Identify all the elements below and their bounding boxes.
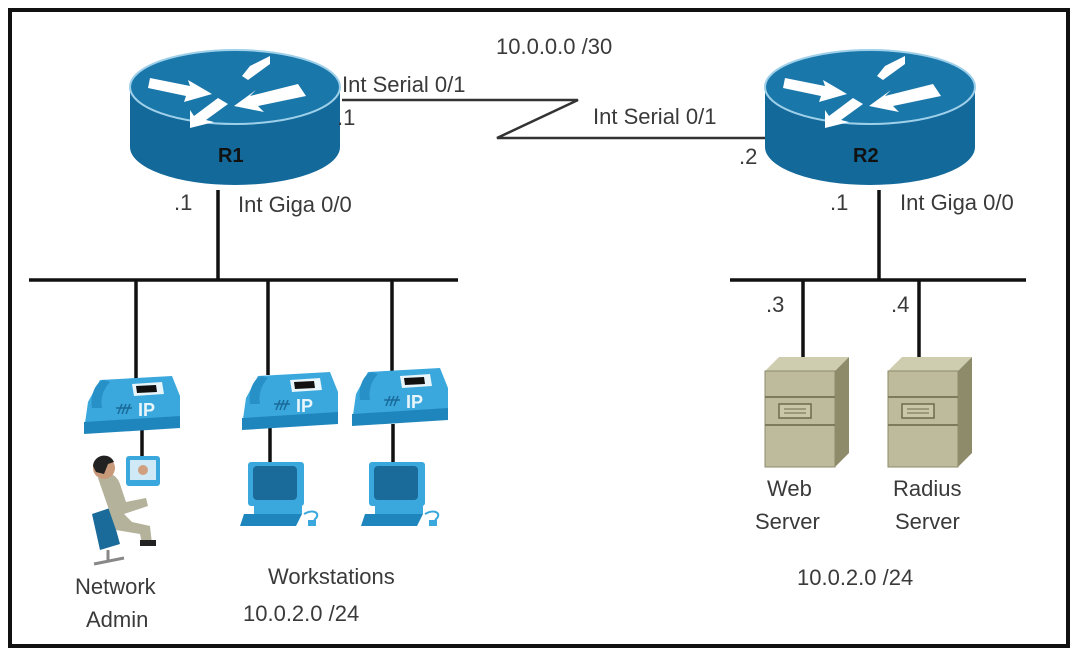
- ip-phone-workstation-2[interactable]: IP: [351, 367, 449, 427]
- workstations-label: Workstations: [268, 564, 395, 589]
- server-icon: [764, 356, 850, 468]
- r1-lan-host-label: .1: [174, 190, 192, 215]
- ip-badge: IP: [296, 396, 313, 416]
- r1-serial-host-label: .1: [337, 105, 355, 130]
- web-server-label-line1: Web: [767, 476, 812, 501]
- radius-server-host-label: .4: [891, 292, 909, 317]
- r2-lan-host-label: .1: [830, 190, 848, 215]
- r2-lan-interface-label: Int Giga 0/0: [900, 190, 1014, 215]
- right-lan-subnet-label: 10.0.2.0 /24: [797, 565, 913, 590]
- web-server-label-line2: Server: [755, 509, 820, 534]
- workstation-pc-2[interactable]: [360, 461, 440, 527]
- radius-server[interactable]: [887, 356, 973, 468]
- router-r2-label: R2: [853, 145, 879, 167]
- ip-badge: IP: [406, 392, 423, 412]
- desktop-pc-icon: [360, 461, 440, 527]
- r1-lan-interface-label: Int Giga 0/0: [238, 192, 352, 217]
- ip-phone-admin[interactable]: IP: [83, 375, 181, 435]
- web-server[interactable]: [764, 356, 850, 468]
- radius-server-label-line2: Server: [895, 509, 960, 534]
- network-admin-label-line2: Admin: [86, 607, 148, 632]
- network-admin-label-line1: Network: [75, 574, 157, 599]
- r2-serial-interface-label: Int Serial 0/1: [593, 104, 717, 129]
- server-icon: [887, 356, 973, 468]
- workstation-pc-1[interactable]: [239, 461, 319, 527]
- router-r1-label: R1: [218, 145, 244, 167]
- r1-serial-interface-label: Int Serial 0/1: [342, 72, 466, 97]
- network-admin[interactable]: [92, 455, 160, 566]
- router-r2[interactable]: R2: [764, 49, 976, 186]
- router-r1[interactable]: R1: [129, 49, 341, 186]
- r2-serial-host-label: .2: [739, 144, 757, 169]
- ip-phone-icon: [241, 371, 339, 431]
- radius-server-label-line1: Radius: [893, 476, 961, 501]
- ip-phone-icon: [351, 367, 449, 427]
- ip-phone-workstation-1[interactable]: IP: [241, 371, 339, 431]
- serial-link: [342, 98, 765, 140]
- ip-phone-icon: [83, 375, 181, 435]
- left-lan-subnet-label: 10.0.2.0 /24: [243, 601, 359, 626]
- admin-person-icon: [92, 455, 160, 566]
- ip-badge: IP: [138, 400, 155, 420]
- web-server-host-label: .3: [766, 292, 784, 317]
- desktop-pc-icon: [239, 461, 319, 527]
- wan-subnet-label: 10.0.0.0 /30: [496, 34, 612, 59]
